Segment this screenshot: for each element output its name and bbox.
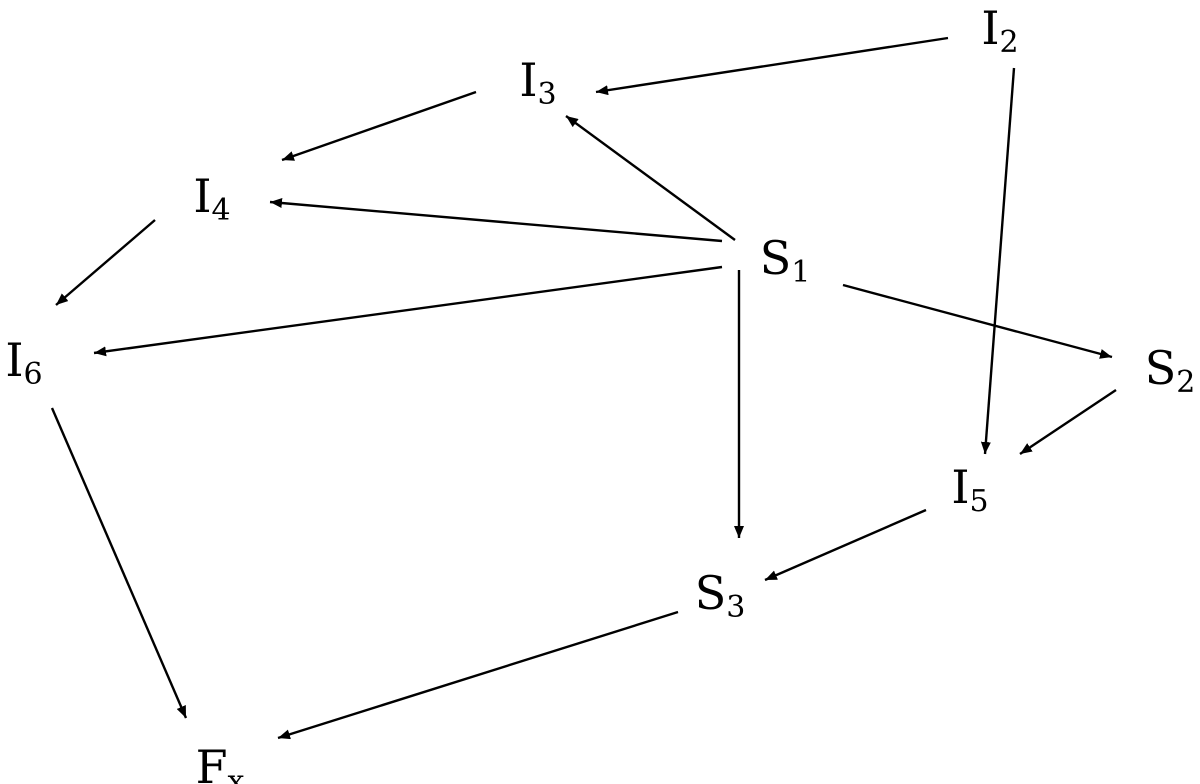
edge-s1-to-i6 bbox=[93, 265, 723, 357]
edge-i2-to-i5 bbox=[980, 67, 1016, 455]
edge-s3-to-fx bbox=[277, 610, 679, 740]
edge-s1-to-i4 bbox=[269, 198, 723, 243]
node-i2: I2 bbox=[981, 1, 1018, 60]
edge-i3-to-i4 bbox=[281, 90, 477, 162]
node-i5: I5 bbox=[951, 460, 988, 519]
edge-i2-to-i3 bbox=[595, 36, 949, 96]
edge-s2-to-i5 bbox=[1019, 389, 1117, 455]
edge-i6-to-fx bbox=[50, 407, 188, 719]
node-i4: I4 bbox=[193, 169, 230, 228]
node-s3: S3 bbox=[695, 566, 746, 625]
edges bbox=[50, 36, 1117, 740]
edge-i5-to-s3 bbox=[764, 508, 927, 582]
node-i3: I3 bbox=[519, 53, 556, 112]
edge-s1-to-i3 bbox=[565, 115, 736, 241]
edge-s1-to-s2 bbox=[842, 283, 1113, 359]
node-s1: S1 bbox=[760, 231, 811, 290]
node-s2: S2 bbox=[1145, 341, 1196, 400]
node-fx: Fx bbox=[196, 740, 245, 784]
node-i6: I6 bbox=[5, 333, 42, 392]
edge-i4-to-i6 bbox=[55, 219, 156, 306]
